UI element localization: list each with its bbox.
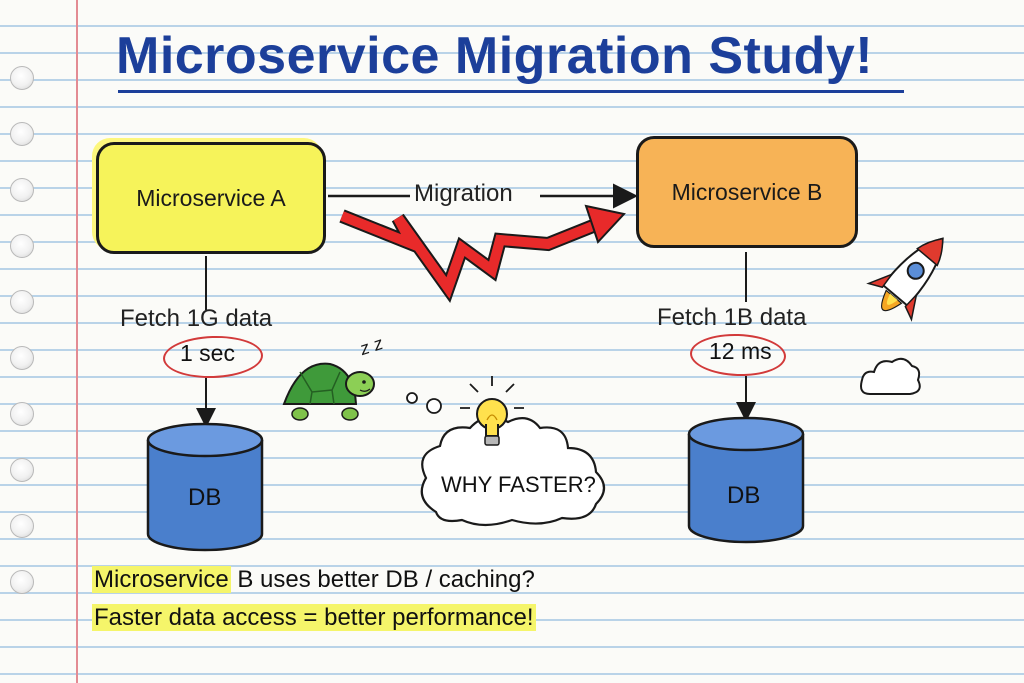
binder-hole [10, 514, 34, 538]
note-line-1: Microservice B uses better DB / caching? [92, 566, 535, 594]
fetch-b-label: Fetch 1B data [657, 304, 807, 331]
margin-line [76, 0, 78, 683]
fetch-a-label: Fetch 1G data [120, 305, 273, 332]
turtle-icon [282, 362, 375, 421]
migration-label: Migration [414, 180, 513, 207]
time-b-label: 12 ms [709, 338, 772, 364]
binder-hole [10, 178, 34, 202]
binder-hole [10, 290, 34, 314]
lightbulb-icon [460, 376, 524, 446]
microservice-a-box: Microservice A [96, 142, 326, 254]
binder-hole [10, 122, 34, 146]
database-b-icon [687, 416, 805, 544]
thought-bubble [406, 392, 606, 527]
binder-hole [10, 570, 34, 594]
rocket-icon [866, 237, 944, 322]
cloud-icon [860, 357, 921, 395]
database-a-icon [146, 422, 264, 552]
binder-hole [10, 66, 34, 90]
note-line-1-rest: B uses better DB / caching? [230, 566, 535, 593]
microservice-a-label: Microservice A [136, 184, 286, 211]
note-line-2-text: Faster data access = better performance! [92, 604, 536, 631]
microservice-b-label: Microservice B [671, 178, 823, 205]
db-a-label: DB [188, 484, 222, 511]
binder-hole [10, 234, 34, 258]
zigzag-arrow-icon [339, 204, 626, 304]
binder-hole [10, 402, 34, 426]
thought-text: WHY FASTER? [441, 472, 596, 497]
microservice-b-box: Microservice B [636, 136, 858, 248]
note-line-2: Faster data access = better performance! [92, 604, 536, 632]
page-title: Microservice Migration Study! [116, 27, 874, 85]
binder-hole [10, 458, 34, 482]
binder-hole [10, 346, 34, 370]
title-underline [118, 90, 904, 93]
note-highlight: Microservice [92, 566, 231, 593]
time-a-label: 1 sec [180, 340, 235, 366]
db-b-label: DB [727, 482, 761, 509]
